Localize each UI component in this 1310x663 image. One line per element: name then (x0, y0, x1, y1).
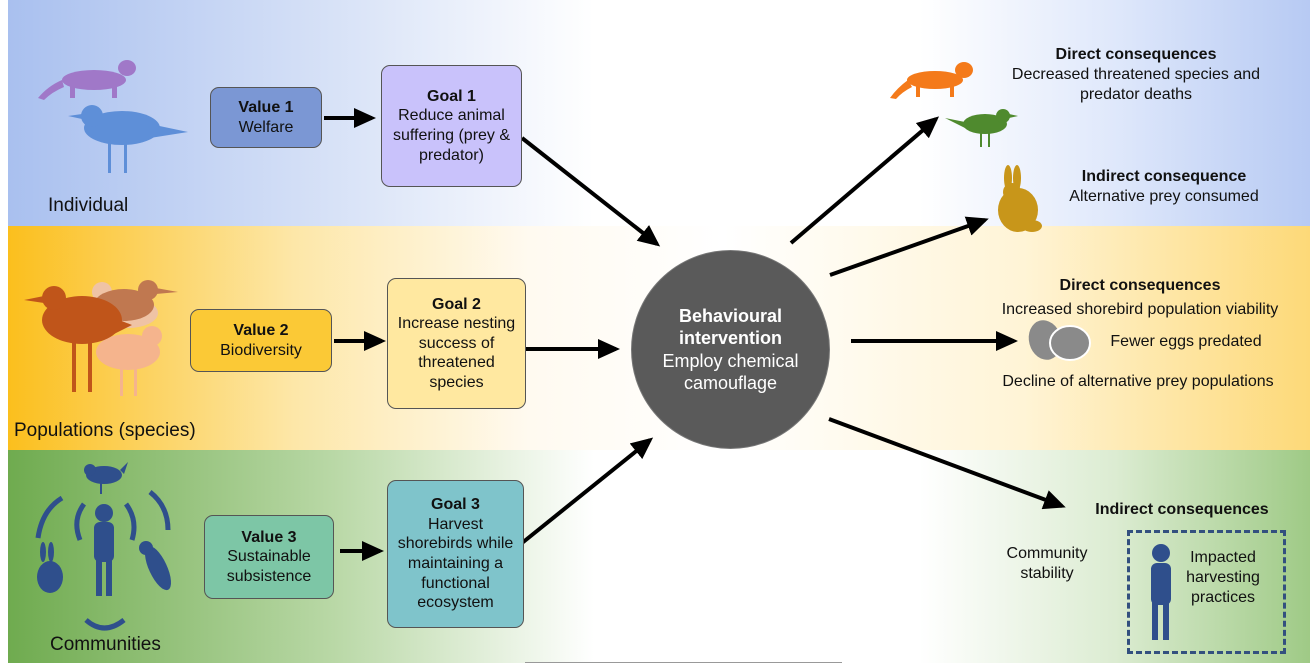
goal-2-text: Increase nesting success of threatened s… (397, 315, 516, 391)
arrow-goal3-center (520, 437, 654, 545)
harvesting-practices-box (1127, 530, 1286, 654)
goal-2-title: Goal 2 (432, 295, 481, 313)
consequence-2: Indirect consequence Alternative prey co… (1055, 167, 1273, 207)
arrow-center-c1 (789, 116, 940, 245)
shorebird-group-icon (24, 280, 178, 396)
goal-3-box: Goal 3 Harvest shorebirds while maintain… (387, 480, 524, 628)
goal-1-text: Reduce animal suffering (prey & predator… (392, 107, 511, 164)
eggs-gray-icon (1028, 320, 1091, 361)
consequence-1-text: Decreased threatened species and predato… (1011, 66, 1261, 103)
value-3-title: Value 3 (241, 528, 297, 546)
consequence-2-title: Indirect consequence (1081, 168, 1247, 185)
value-2-title: Value 2 (233, 321, 289, 339)
consequence-2-text: Alternative prey consumed (1069, 188, 1259, 205)
level-label-communities: Communities (50, 634, 161, 655)
value-2-text: Biodiversity (220, 341, 302, 359)
community-cycle-icon (35, 462, 172, 631)
consequence-4-title: Indirect consequences (1095, 501, 1269, 518)
mustelid-purple-icon (38, 60, 136, 100)
center-text: Employ chemical camouflage (662, 350, 799, 394)
consequence-1: Direct consequences Decreased threatened… (1005, 45, 1267, 105)
bird-green-icon (945, 109, 1018, 147)
goal-1-title: Goal 1 (427, 87, 476, 105)
behavioural-intervention-circle: Behavioural intervention Employ chemical… (631, 250, 830, 449)
arrow-center-c2 (829, 216, 989, 277)
value-1-title: Value 1 (238, 98, 294, 116)
arrow-goal1-center (520, 136, 661, 247)
goal-1-box: Goal 1 Reduce animal suffering (prey & p… (381, 65, 522, 187)
consequence-3-line1: Increased shorebird population viability (1001, 301, 1279, 318)
rabbit-gold-icon (998, 165, 1042, 232)
consequence-1-title: Direct consequences (1055, 46, 1217, 63)
value-3-text: Sustainable subsistence (226, 548, 312, 585)
consequence-3-line3: Decline of alternative prey populations (1002, 373, 1274, 390)
center-title: Behavioural intervention (678, 305, 783, 349)
level-label-populations: Populations (species) (14, 420, 196, 441)
goal-3-text: Harvest shorebirds while maintaining a f… (397, 515, 514, 612)
value-1-box: Value 1 Welfare (210, 87, 322, 148)
consequence-3-line2: Fewer eggs predated (1110, 333, 1262, 350)
mustelid-orange-icon (890, 62, 973, 99)
arrow-center-c4 (828, 417, 1066, 510)
value-1-text: Welfare (238, 118, 294, 136)
level-label-individual: Individual (48, 195, 129, 216)
consequence-3-title: Direct consequences (1059, 277, 1221, 294)
consequence-4-boxed: Impacted harvesting practices (1186, 549, 1260, 606)
plover-blue-icon (68, 105, 188, 173)
person-navy-icon (1151, 544, 1171, 640)
value-2-box: Value 2 Biodiversity (190, 309, 332, 372)
value-3-box: Value 3 Sustainable subsistence (204, 515, 334, 599)
goal-2-box: Goal 2 Increase nesting success of threa… (387, 278, 526, 409)
consequence-4-left: Community stability (1006, 545, 1088, 582)
goal-3-title: Goal 3 (431, 496, 480, 514)
